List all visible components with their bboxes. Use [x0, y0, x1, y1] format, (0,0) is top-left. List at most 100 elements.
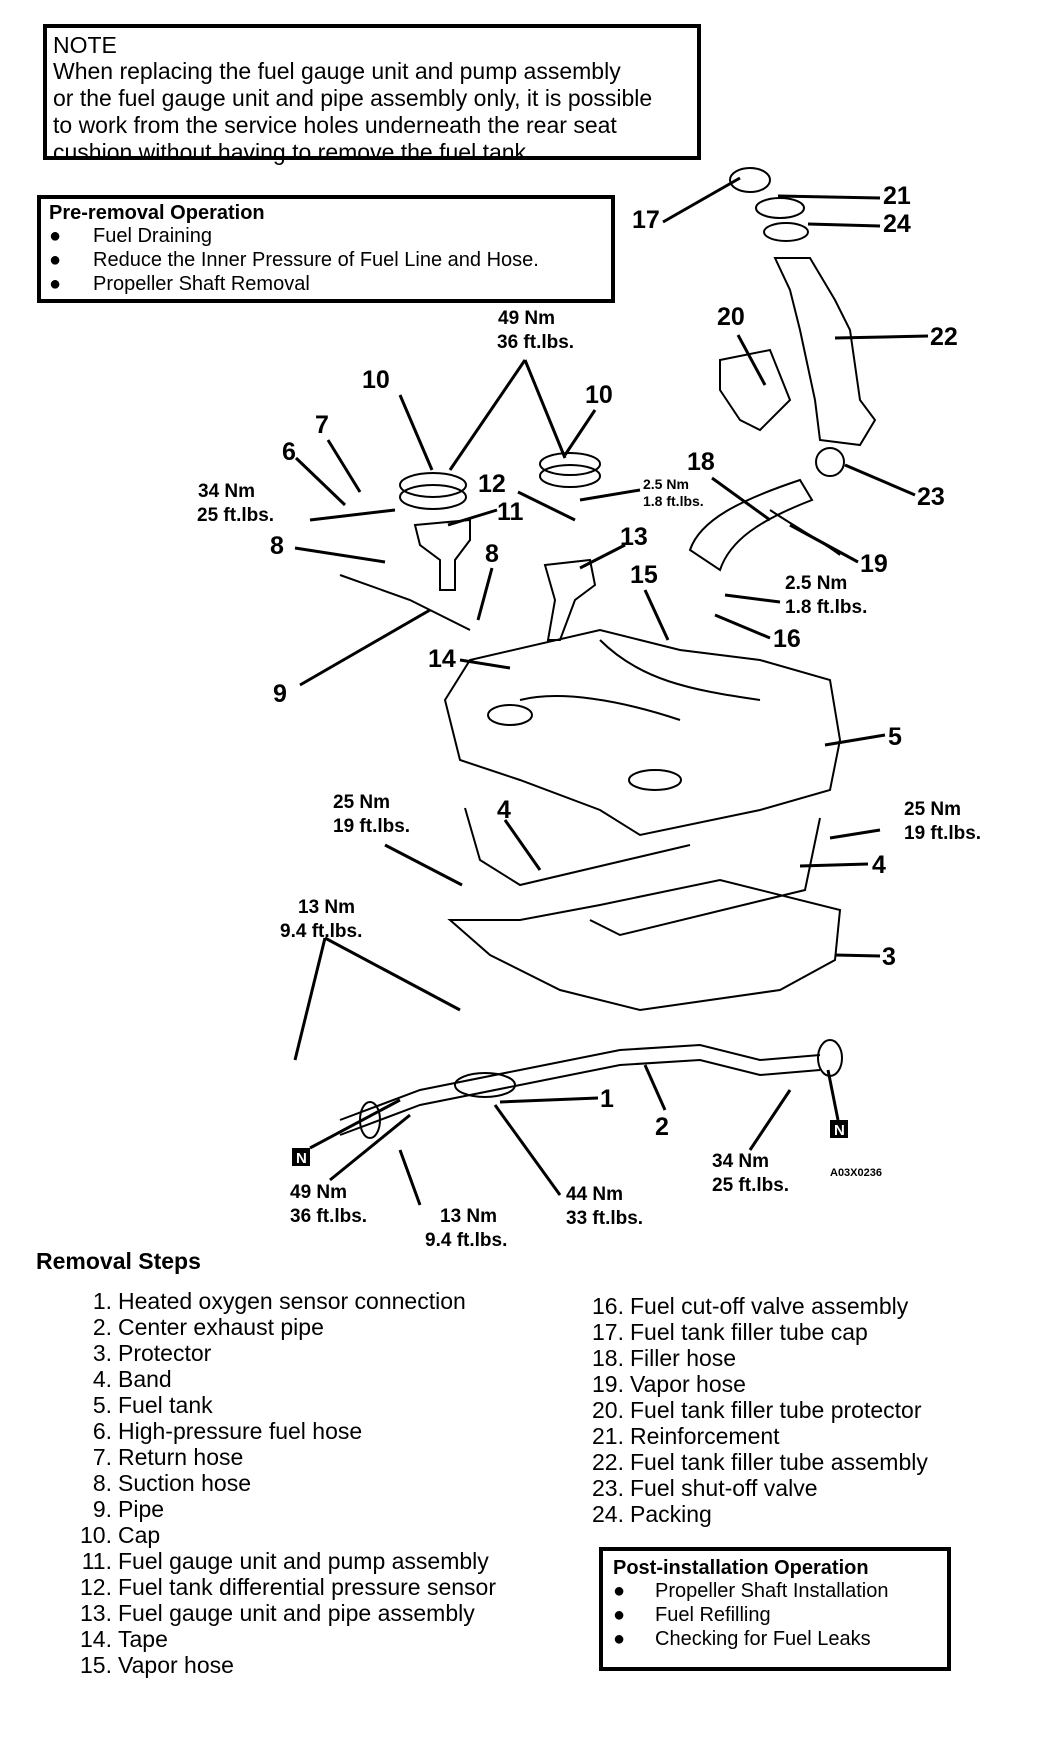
torque-nm: 49 Nm — [290, 1182, 347, 1203]
leader-13-left — [293, 937, 327, 1061]
list-item: 7.Return hose — [92, 1444, 244, 1470]
torque-ft: 1.8 ft.lbs. — [643, 493, 704, 509]
callout-20: 20 — [717, 303, 745, 331]
figure-code: A03X0236 — [830, 1167, 882, 1179]
packing-shape — [763, 222, 809, 242]
torque-ft: 36 ft.lbs. — [497, 332, 574, 353]
leader-7 — [326, 439, 362, 493]
note-line: or the fuel gauge unit and pipe assembly… — [53, 85, 653, 111]
callout-22: 22 — [930, 323, 958, 351]
post-installation-box: Post-installation Operation ●Propeller S… — [599, 1547, 951, 1671]
torque-ft: 19 ft.lbs. — [904, 823, 981, 844]
note-title: NOTE — [53, 32, 117, 58]
list-item: 3.Protector — [92, 1340, 212, 1366]
bullet-icon: ● — [613, 1604, 626, 1626]
leader-3 — [834, 953, 881, 958]
list-item: 6.High-pressure fuel hose — [92, 1418, 363, 1444]
leader-19 — [789, 523, 859, 564]
callout-16: 16 — [773, 625, 801, 653]
leader-4-left — [503, 819, 542, 871]
shutoff-valve-shape — [815, 447, 845, 477]
leader-25-left — [384, 843, 463, 887]
callout-11: 11 — [497, 498, 524, 526]
cap-shape — [539, 464, 601, 488]
leader-torque-49-left — [448, 359, 527, 471]
torque-nm: 34 Nm — [198, 481, 255, 502]
bullet-icon: ● — [49, 225, 62, 247]
list-item: 14.Tape — [80, 1626, 168, 1652]
leader-9 — [299, 608, 431, 687]
removal-steps-heading: Removal Steps — [36, 1248, 201, 1274]
list-item: 21.Reinforcement — [592, 1423, 780, 1449]
torque-ft: 9.4 ft.lbs. — [280, 921, 362, 942]
filler-protector-shape — [719, 348, 792, 432]
protector-shape — [447, 878, 842, 1012]
band-shape — [589, 817, 821, 937]
list-item: 9.Pipe — [92, 1496, 165, 1522]
leader-1 — [499, 1096, 599, 1104]
leader-lines — [293, 176, 929, 1206]
callout-21: 21 — [883, 182, 911, 210]
leader-5 — [824, 733, 886, 747]
leader-2.5-right — [724, 593, 781, 604]
leader-34-bottom — [748, 1089, 792, 1151]
leader-N-right — [826, 1069, 840, 1121]
leader-8-right — [476, 567, 494, 621]
callout-1: 1 — [600, 1085, 614, 1113]
list-item: 12.Fuel tank differential pressure senso… — [80, 1574, 496, 1600]
callout-17: 17 — [632, 206, 660, 234]
callout-19: 19 — [860, 550, 888, 578]
leader-20 — [736, 334, 767, 386]
bullet-icon: ● — [49, 273, 62, 295]
torque-nm: 44 Nm — [566, 1184, 623, 1205]
leader-15 — [643, 589, 670, 641]
pre-removal-item: ●Fuel Draining — [49, 225, 212, 247]
torque-nm: 2.5 Nm — [785, 573, 847, 594]
callout-24: 24 — [883, 210, 911, 238]
leader-16 — [714, 613, 771, 640]
leader-4-right — [799, 862, 869, 868]
n-marker-box — [830, 1120, 848, 1138]
leader-22 — [834, 334, 929, 340]
leader-13-left-b — [324, 936, 461, 1012]
leader-6 — [294, 456, 347, 507]
callout-6: 6 — [282, 438, 296, 466]
note-line: cushion without having to remove the fue… — [53, 139, 533, 165]
list-item: 15.Vapor hose — [80, 1652, 234, 1678]
note-box: NOTE When replacing the fuel gauge unit … — [43, 24, 701, 165]
callout-15: 15 — [630, 561, 658, 589]
list-item: 24.Packing — [592, 1501, 712, 1527]
leader-34 — [309, 508, 396, 522]
torque-nm: 13 Nm — [298, 897, 355, 918]
n-marker-label: N — [834, 1122, 845, 1139]
post-installation-title: Post-installation Operation — [613, 1557, 869, 1579]
exhaust-pipe-shape — [339, 1058, 821, 1136]
leader-N-left — [309, 1098, 401, 1150]
pre-removal-item: ●Reduce the Inner Pressure of Fuel Line … — [49, 249, 539, 271]
list-item: 22.Fuel tank filler tube assembly — [592, 1449, 928, 1475]
pre-removal-box: Pre-removal Operation ●Fuel Draining ●Re… — [37, 195, 615, 303]
post-installation-item: ●Propeller Shaft Installation — [613, 1580, 889, 1602]
leader-12 — [517, 490, 576, 522]
post-installation-item: ●Checking for Fuel Leaks — [613, 1628, 871, 1650]
n-marker-box — [292, 1148, 310, 1166]
leader-2 — [643, 1064, 667, 1111]
leader-11 — [447, 508, 498, 527]
pre-removal-item: ●Propeller Shaft Removal — [49, 273, 310, 295]
torque-ft: 25 ft.lbs. — [197, 505, 274, 526]
list-item: 11.Fuel gauge unit and pump assembly — [81, 1548, 489, 1574]
callout-10: 10 — [362, 366, 390, 394]
leader-49-bottom — [329, 1113, 411, 1182]
cap-shape — [399, 484, 467, 510]
leader-17 — [662, 176, 741, 224]
torque-nm: 25 Nm — [333, 792, 390, 813]
callout-12: 12 — [478, 470, 506, 498]
torque-nm: 13 Nm — [440, 1206, 497, 1227]
leader-10-left — [398, 394, 434, 471]
list-item: 5.Fuel tank — [92, 1392, 213, 1418]
list-item: 13.Fuel gauge unit and pipe assembly — [80, 1600, 475, 1626]
leader-8-left — [294, 546, 386, 564]
tank-service-hole — [487, 704, 533, 726]
callout-8: 8 — [270, 532, 284, 560]
list-item: 8.Suction hose — [92, 1470, 251, 1496]
